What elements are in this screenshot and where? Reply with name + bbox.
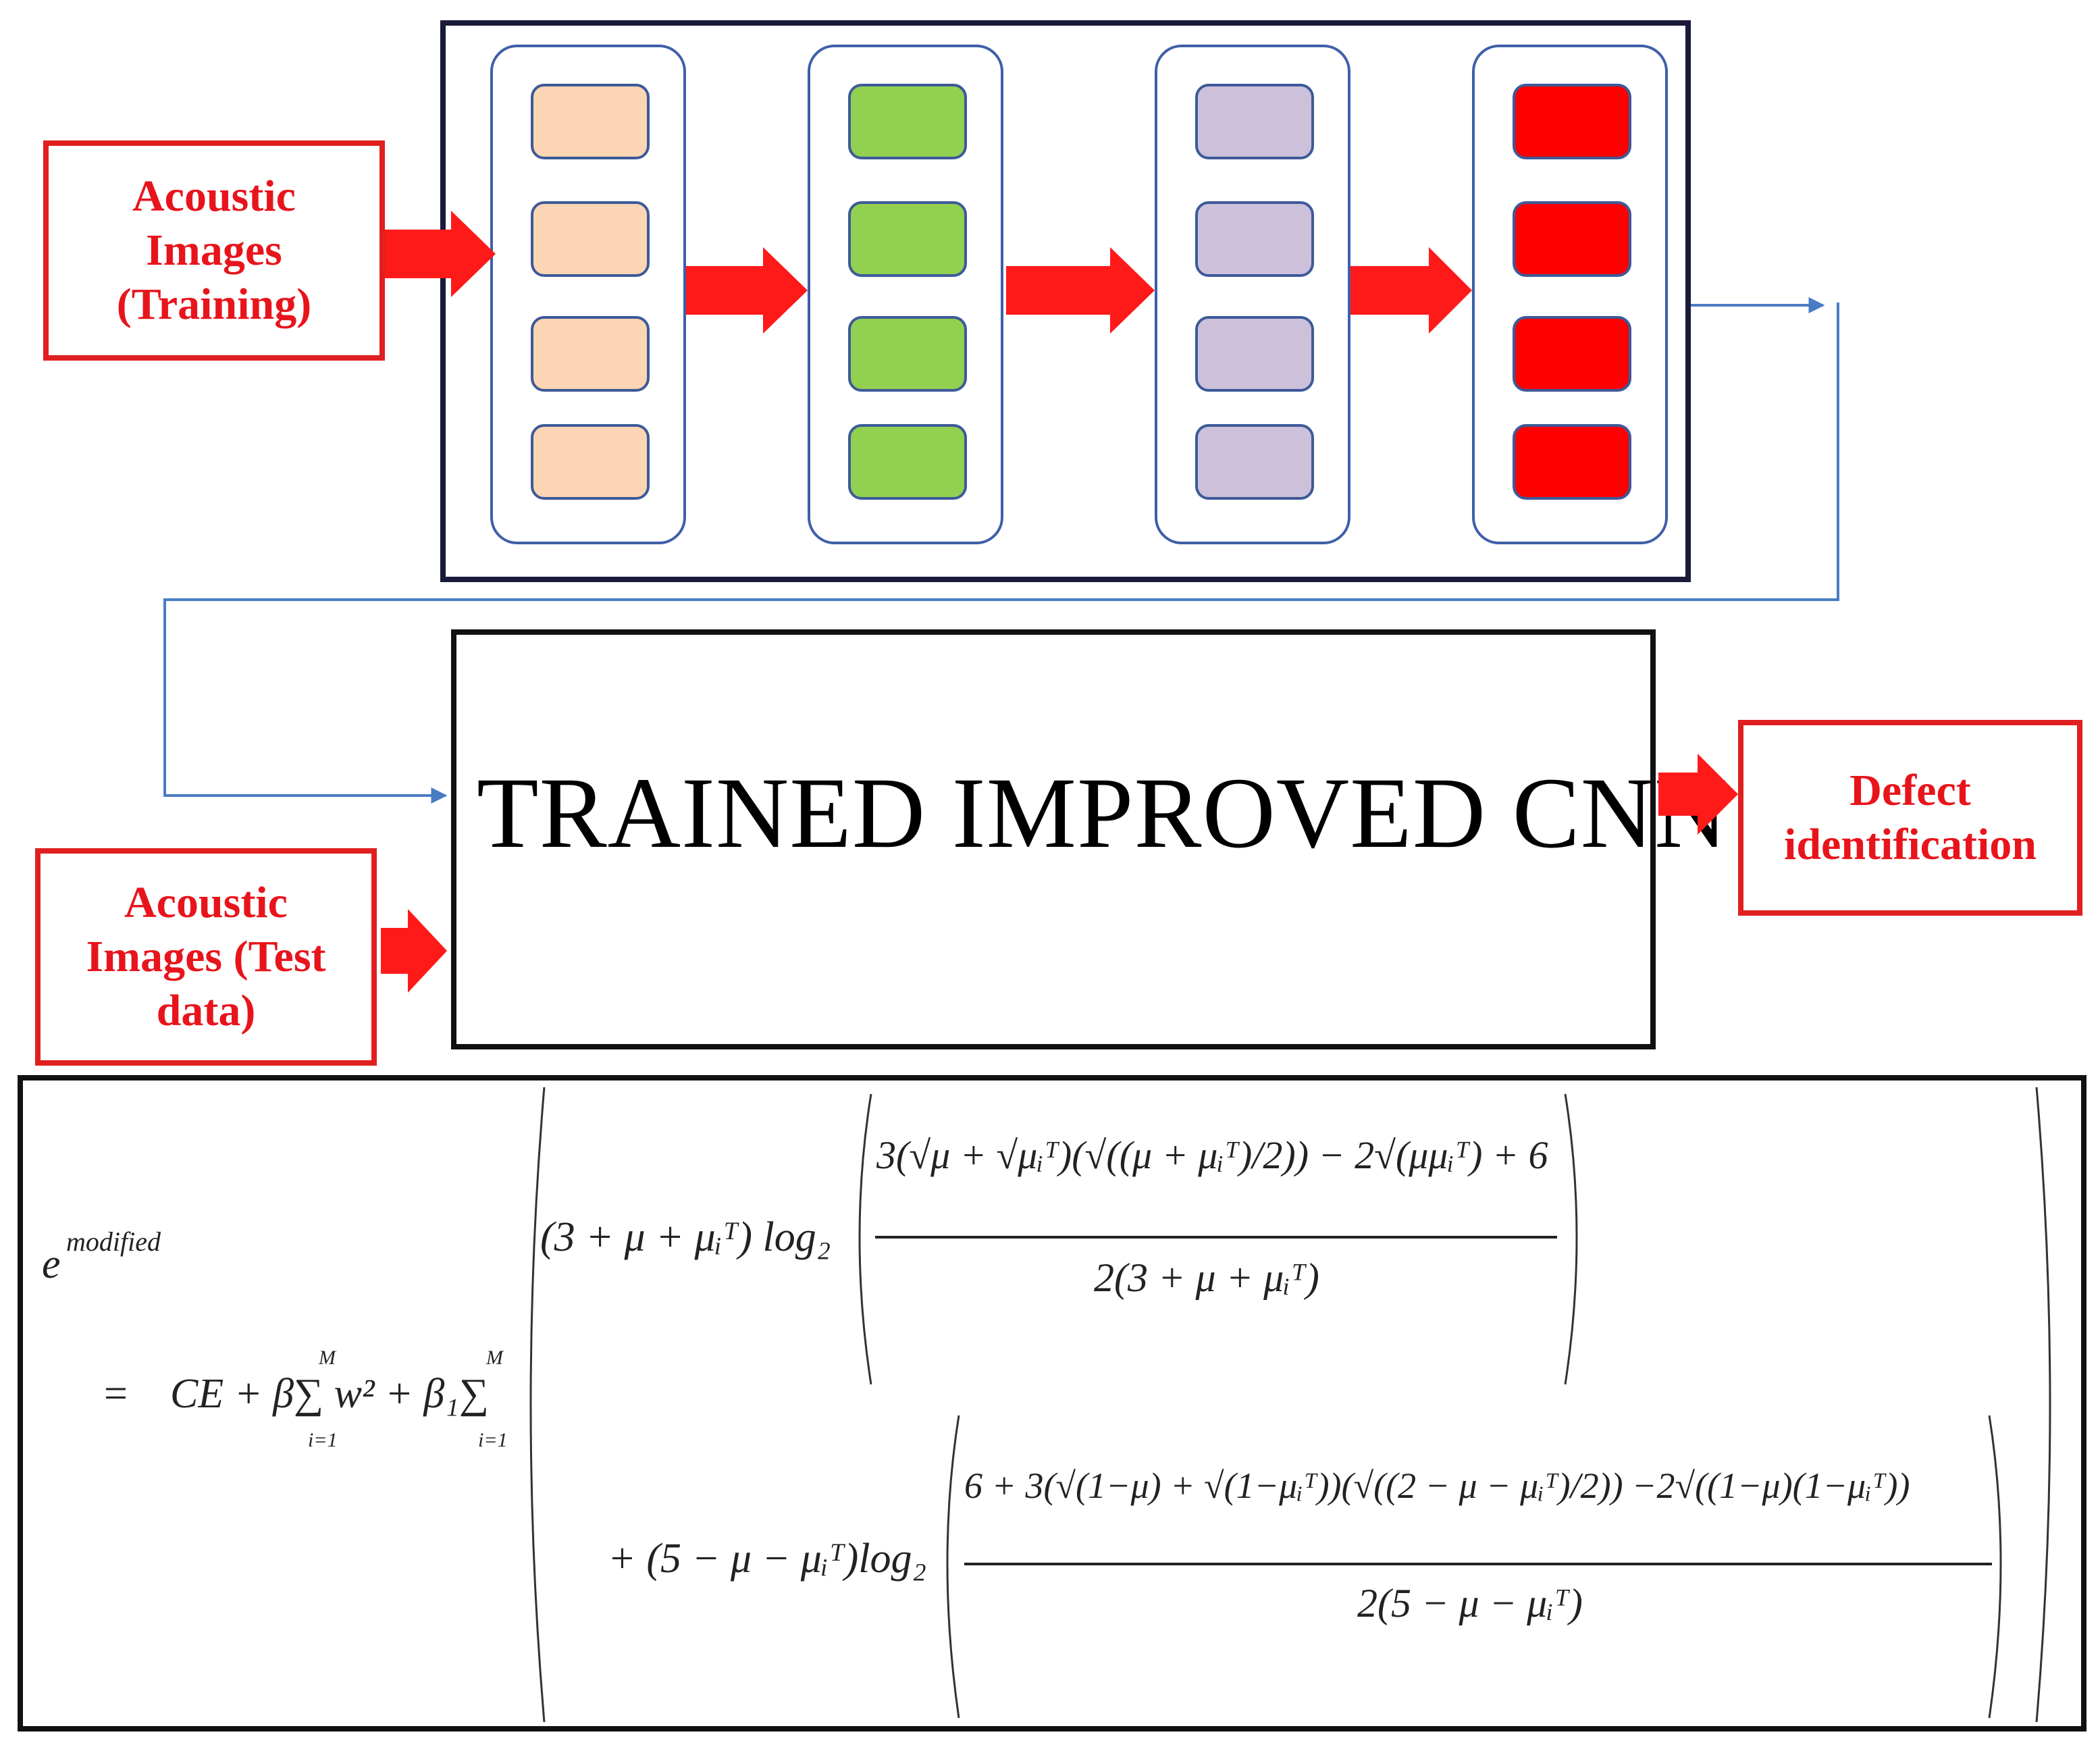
formula-equals: = (101, 1371, 130, 1417)
trained-cnn-label: TRAINED IMPROVED CNN (477, 757, 1729, 869)
input-test-line-2: Images (Test (86, 932, 326, 981)
layer-2-neuron-4 (848, 424, 967, 500)
output-line-1: Defect (1849, 766, 1971, 815)
layer-4-neuron-3 (1513, 316, 1631, 392)
layer-2-neuron-2 (848, 201, 967, 277)
formula-frame (18, 1075, 2086, 1731)
input-training-line-1: Acoustic (132, 172, 296, 221)
formula-term2-numerator: 6 + 3(√(1−μ) + √(1−μᵢᵀ))(√((2 − μ − μᵢᵀ)… (964, 1465, 1910, 1506)
layer-4-neuron-1 (1513, 84, 1631, 159)
input-test-line-3: data) (156, 986, 256, 1035)
cnn-architecture-frame (440, 20, 1691, 582)
arrow-layer2-to-layer3 (1006, 247, 1155, 334)
formula-lhs: e (42, 1241, 61, 1287)
arrow-training-to-layer1 (385, 211, 496, 297)
arrow-layer1-to-layer2 (686, 247, 808, 334)
input-test-line-1: Acoustic (124, 878, 288, 927)
formula-sum2-top: M (485, 1347, 504, 1369)
formula-sum1-top: M (318, 1347, 337, 1369)
layer-4-neuron-4 (1513, 424, 1631, 500)
layer-3-neuron-1 (1195, 84, 1314, 159)
layer-2-neuron-3 (848, 316, 967, 392)
input-test-box: Acoustic Images (Test data) (35, 848, 377, 1066)
formula-term2-denominator: 2(5 − μ − μᵢᵀ) (1357, 1581, 1583, 1625)
formula-term1-denominator: 2(3 + μ + μᵢᵀ) (1094, 1255, 1319, 1300)
trained-cnn-box (451, 629, 1656, 1049)
layer-1-neuron-3 (531, 316, 650, 392)
input-training-line-3: (Training) (116, 280, 312, 329)
input-training-line-2: Images (146, 226, 282, 275)
formula-sum1-bottom: i=1 (308, 1429, 338, 1451)
arrow-layer3-to-layer4 (1350, 247, 1472, 334)
arrow-cnn-to-output (1658, 754, 1738, 835)
formula-term2-prefix: + (5 − μ − μᵢᵀ)log₂ (608, 1536, 926, 1582)
formula-term1-numerator: 3(√μ + √μᵢᵀ)(√((μ + μᵢᵀ)/2)) − 2√(μμᵢᵀ) … (876, 1133, 1548, 1177)
formula-lhs-sup: modified (66, 1226, 161, 1257)
connector-loop-to-cnn (163, 303, 1839, 804)
layer-1-neuron-1 (531, 84, 650, 159)
output-defect-box: Defect identification (1738, 720, 2082, 916)
layer-3-neuron-2 (1195, 201, 1314, 277)
formula-line1-head: CE + β∑ w² + β₁∑ (170, 1371, 489, 1417)
layer-3-neuron-3 (1195, 316, 1314, 392)
layer-2-neuron-1 (848, 84, 967, 159)
formula-term1-prefix: (3 + μ + μᵢᵀ) log₂ (540, 1214, 831, 1260)
layer-3-neuron-4 (1195, 424, 1314, 500)
loss-formula: e modified = CE + β∑ w² + β₁∑ M i=1 M i=… (42, 1087, 2051, 1723)
arrow-test-to-cnn (381, 909, 447, 993)
layer-1-neuron-4 (531, 424, 650, 500)
layer-4-neuron-2 (1513, 201, 1631, 277)
layer-1-neuron-2 (531, 201, 650, 277)
formula-sum2-bottom: i=1 (478, 1429, 508, 1451)
input-training-box: Acoustic Images (Training) (43, 140, 385, 361)
output-line-2: identification (1784, 820, 2037, 869)
